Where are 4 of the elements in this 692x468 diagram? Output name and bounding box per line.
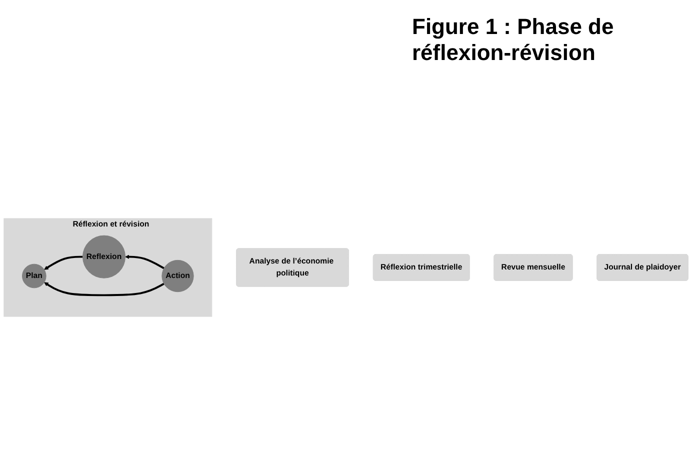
arrow <box>44 256 83 270</box>
figure-title: Figure 1 : Phase de réflexion-révision <box>412 14 615 66</box>
arrow <box>125 254 164 270</box>
arrow <box>44 282 164 296</box>
